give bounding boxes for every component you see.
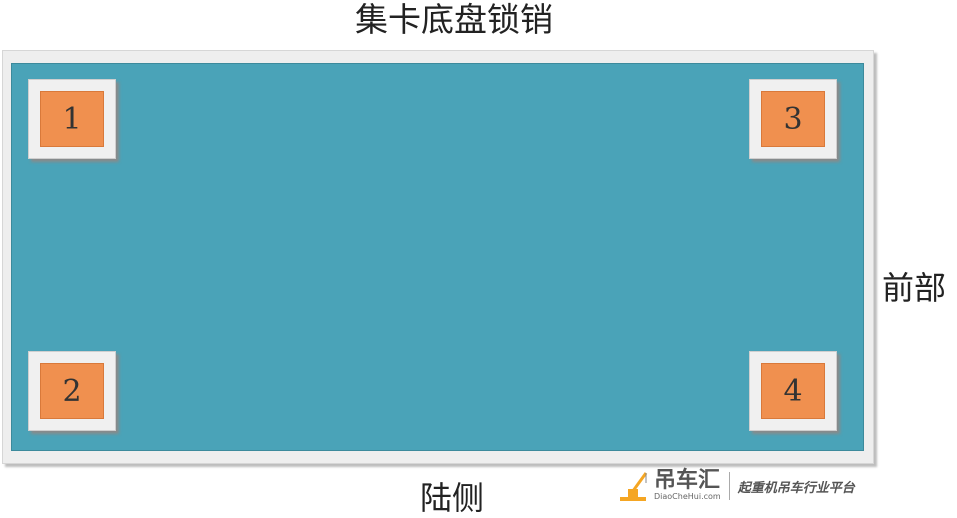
lock-number: 1 [62, 101, 82, 137]
lock-number: 4 [783, 373, 803, 409]
twist-lock-2: 2 [28, 351, 116, 431]
watermark-divider [728, 472, 730, 500]
watermark: 吊车汇 DiaoCheHui.com 起重机吊车行业平台 [618, 466, 918, 506]
crane-logo-icon [618, 469, 650, 503]
twist-lock-pin-4: 4 [761, 363, 825, 419]
twist-lock-1: 1 [28, 79, 116, 159]
front-label: 前部 [882, 269, 947, 307]
diagram-title: 集卡底盘锁销 [355, 0, 553, 39]
twist-lock-pin-1: 1 [40, 91, 104, 147]
chassis-deck [11, 63, 864, 451]
land-side-label: 陆侧 [420, 479, 485, 517]
twist-lock-4: 4 [749, 351, 837, 431]
lock-number: 3 [783, 101, 803, 137]
twist-lock-pin-3: 3 [761, 91, 825, 147]
twist-lock-pin-2: 2 [40, 363, 104, 419]
watermark-brand: 吊车汇 [654, 468, 721, 493]
twist-lock-3: 3 [749, 79, 837, 159]
watermark-url: DiaoCheHui.com [654, 492, 721, 501]
lock-number: 2 [62, 373, 82, 409]
watermark-slogan: 起重机吊车行业平台 [737, 480, 855, 496]
